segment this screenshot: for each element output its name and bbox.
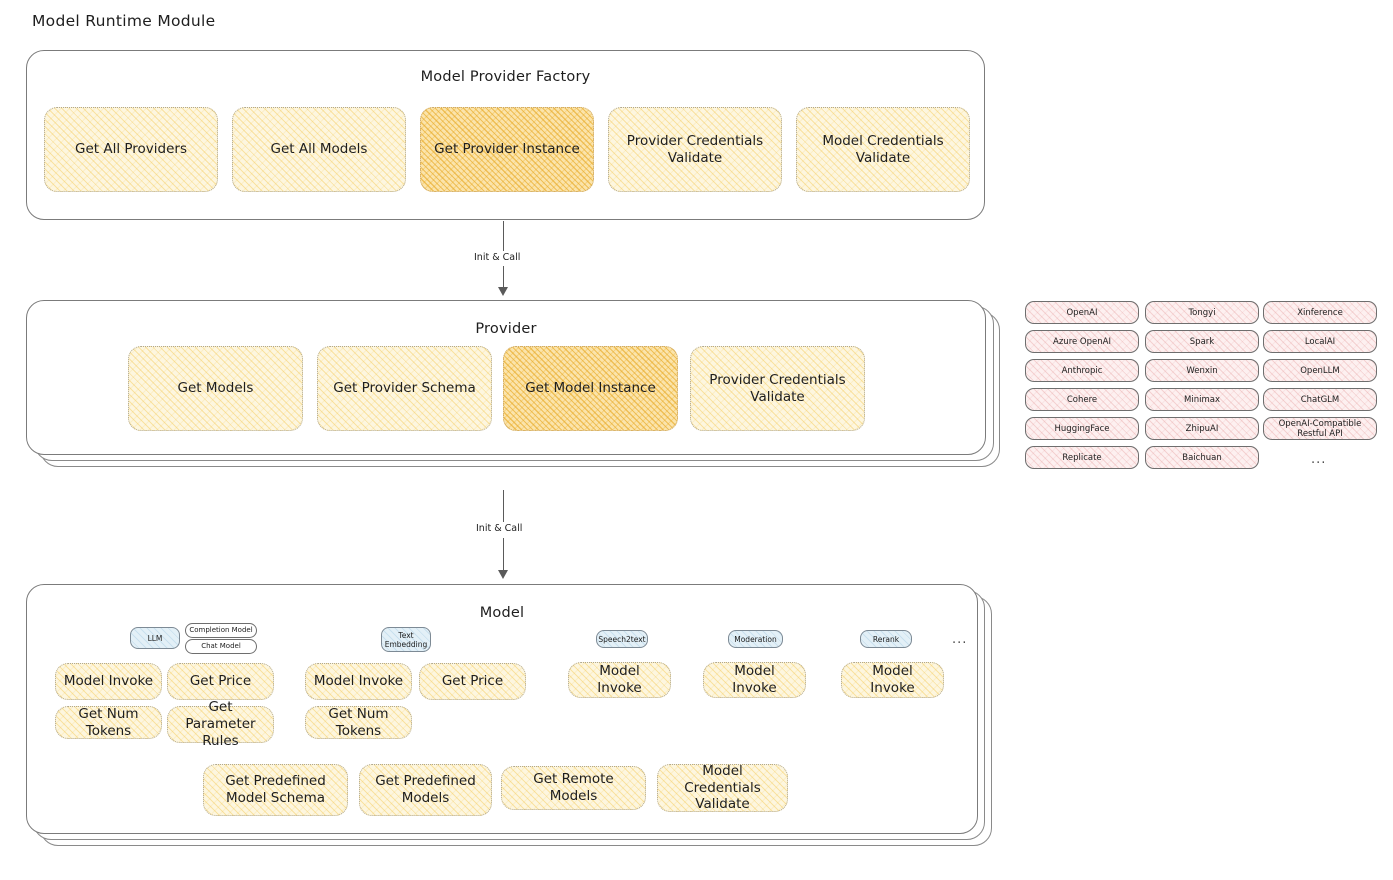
node-text-embedding-model-invoke[interactable]: Model Invoke (305, 663, 412, 700)
provider-chip-openai-compatible-restful-api[interactable]: OpenAI-Compatible Restful API (1263, 417, 1377, 440)
provider-chip-chatglm[interactable]: ChatGLM (1263, 388, 1377, 411)
provider-chip-openllm[interactable]: OpenLLM (1263, 359, 1377, 382)
badge-chat-model[interactable]: Chat Model (185, 639, 257, 654)
provider-chip-tongyi[interactable]: Tongyi (1145, 301, 1259, 324)
model-title: Model (479, 605, 525, 621)
arrow-head-provider-to-model (498, 570, 508, 579)
node-model-credentials-validate-2[interactable]: Model Credentials Validate (657, 763, 788, 812)
node-moderation-model-invoke[interactable]: Model Invoke (703, 662, 806, 698)
node-speech2text-model-invoke[interactable]: Model Invoke (568, 662, 671, 698)
provider-chip-replicate[interactable]: Replicate (1025, 446, 1139, 469)
provider-chip-localai[interactable]: LocalAI (1263, 330, 1377, 353)
node-llm-get-num-tokens[interactable]: Get Num Tokens (55, 706, 162, 739)
node-provider-credentials-validate-2[interactable]: Provider Credentials Validate (690, 346, 865, 431)
node-get-model-instance[interactable]: Get Model Instance (503, 346, 678, 431)
provider-title: Provider (475, 321, 537, 337)
node-get-remote-models[interactable]: Get Remote Models (501, 766, 646, 810)
node-get-all-providers[interactable]: Get All Providers (44, 107, 218, 192)
provider-list-more-ellipsis: ... (1311, 452, 1327, 467)
provider-chip-openai[interactable]: OpenAI (1025, 301, 1139, 324)
provider-chip-azure-openai[interactable]: Azure OpenAI (1025, 330, 1139, 353)
arrow-label-init-call-1: Init & Call (474, 252, 521, 263)
node-get-provider-instance[interactable]: Get Provider Instance (420, 107, 594, 192)
badge-completion-model[interactable]: Completion Model (185, 623, 257, 638)
arrow-factory-to-provider-upper (503, 221, 504, 251)
node-llm-get-price[interactable]: Get Price (167, 663, 274, 700)
model-types-more-ellipsis: ... (952, 632, 968, 647)
node-get-models[interactable]: Get Models (128, 346, 303, 431)
arrow-head-factory-to-provider (498, 287, 508, 296)
node-provider-credentials-validate[interactable]: Provider Credentials Validate (608, 107, 782, 192)
node-text-embedding-get-price[interactable]: Get Price (419, 663, 526, 700)
page-title: Model Runtime Module (32, 12, 216, 30)
node-get-predefined-models[interactable]: Get Predefined Models (359, 764, 492, 816)
badge-speech2text[interactable]: Speech2text (596, 630, 648, 648)
provider-chip-wenxin[interactable]: Wenxin (1145, 359, 1259, 382)
provider-chip-cohere[interactable]: Cohere (1025, 388, 1139, 411)
node-get-all-models[interactable]: Get All Models (232, 107, 406, 192)
node-llm-get-parameter-rules[interactable]: Get Parameter Rules (167, 699, 274, 749)
node-text-embedding-get-num-tokens[interactable]: Get Num Tokens (305, 706, 412, 739)
provider-chip-baichuan[interactable]: Baichuan (1145, 446, 1259, 469)
provider-chip-zhipuai[interactable]: ZhipuAI (1145, 417, 1259, 440)
arrow-provider-to-model-upper (503, 490, 504, 522)
provider-chip-xinference[interactable]: Xinference (1263, 301, 1377, 324)
arrow-label-init-call-2: Init & Call (476, 523, 523, 534)
node-rerank-model-invoke[interactable]: Model Invoke (841, 662, 944, 698)
provider-chip-spark[interactable]: Spark (1145, 330, 1259, 353)
badge-text-embedding[interactable]: Text Embedding (381, 627, 431, 652)
provider-chip-huggingface[interactable]: HuggingFace (1025, 417, 1139, 440)
node-get-provider-schema[interactable]: Get Provider Schema (317, 346, 492, 431)
arrow-factory-to-provider-lower (503, 266, 504, 288)
node-llm-model-invoke[interactable]: Model Invoke (55, 663, 162, 700)
badge-rerank[interactable]: Rerank (860, 630, 912, 648)
badge-llm[interactable]: LLM (130, 627, 180, 649)
model-provider-factory-title: Model Provider Factory (420, 69, 591, 85)
node-model-credentials-validate[interactable]: Model Credentials Validate (796, 107, 970, 192)
provider-chip-anthropic[interactable]: Anthropic (1025, 359, 1139, 382)
model-panel: Model (26, 584, 978, 834)
provider-chip-minimax[interactable]: Minimax (1145, 388, 1259, 411)
arrow-provider-to-model-lower (503, 538, 504, 571)
node-get-predefined-model-schema[interactable]: Get Predefined Model Schema (203, 764, 348, 816)
badge-moderation[interactable]: Moderation (728, 630, 783, 648)
